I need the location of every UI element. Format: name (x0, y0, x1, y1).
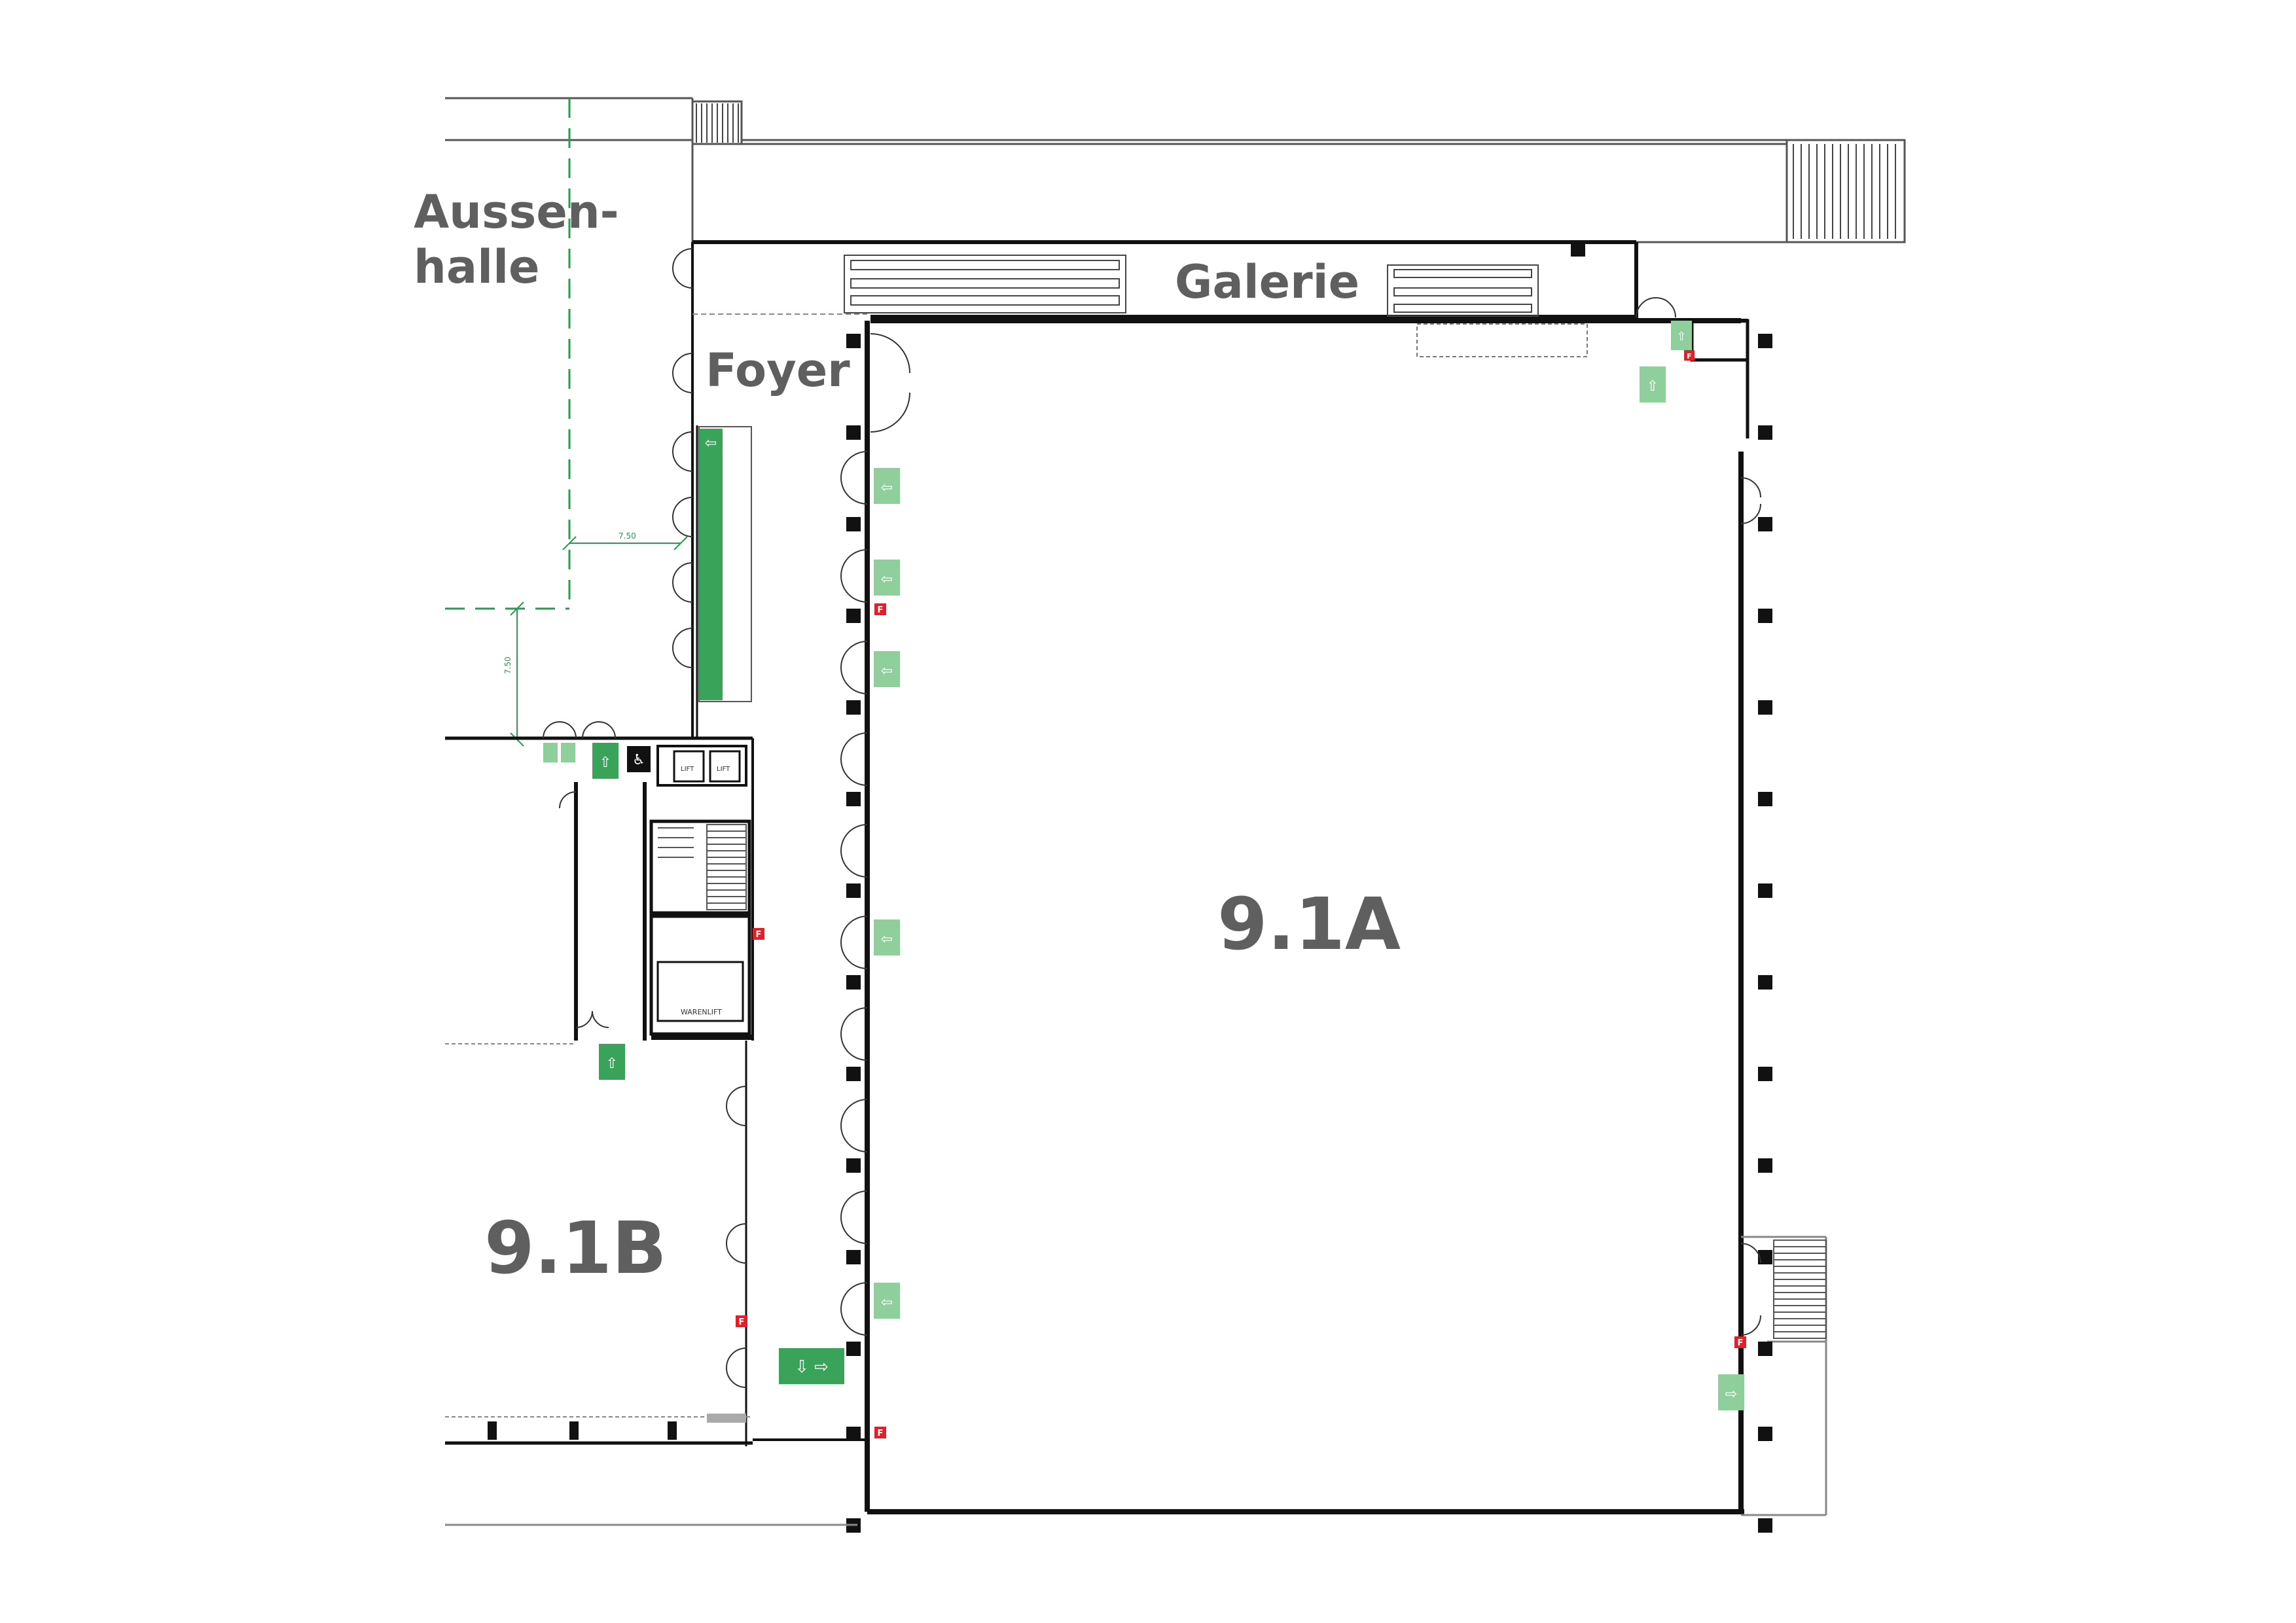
galerie-walls (692, 240, 1638, 321)
top-corridor (691, 100, 1906, 243)
fire-extinguisher-icon: F (1734, 1336, 1746, 1348)
hall-9-1b-doors (543, 721, 747, 1388)
hall-9-1b-walls (445, 1043, 867, 1526)
aussenhalle-label-line1: Aussen- (414, 185, 619, 239)
escalator-left (844, 255, 1126, 313)
lift-label-2: LIFT (717, 766, 730, 773)
emergency-exit-sign-icon: ⇦ (874, 560, 900, 596)
emergency-exit-sign-icon (543, 743, 558, 762)
svg-text:F: F (739, 1317, 745, 1327)
emergency-exit-sign-icon: ⇩ ⇨ (779, 1348, 844, 1384)
accessible-wc: ♿ (627, 746, 651, 772)
svg-text:⇧: ⇧ (1676, 330, 1686, 344)
top-right-stair (1793, 144, 1896, 239)
svg-text:⇦: ⇦ (881, 571, 893, 588)
hall-9-1a-right-doors (1636, 297, 1761, 1336)
elevator-block (656, 745, 747, 787)
wheelchair-icon: ♿ (632, 752, 645, 768)
svg-text:⇦: ⇦ (881, 663, 893, 679)
exit-corridor-highlight (699, 445, 723, 700)
hall-9-1b-columns (488, 1414, 746, 1440)
svg-text:F: F (756, 930, 762, 940)
structural-columns (846, 242, 1772, 1533)
service-core-walls (445, 736, 754, 1446)
emergency-exit-sign-icon: ⇦ (874, 651, 900, 687)
right-annex-stair (1773, 1240, 1827, 1339)
fire-extinguishers: F F F F F F (736, 350, 1746, 1438)
svg-text:⇩ ⇨: ⇩ ⇨ (795, 1357, 829, 1377)
svg-text:F: F (878, 605, 884, 615)
foyer-doors (672, 248, 693, 668)
fire-extinguisher-icon: F (736, 1315, 747, 1327)
svg-text:⇦: ⇦ (705, 435, 717, 452)
svg-text:F: F (878, 1429, 884, 1438)
emergency-exit-sign-icon: ⇦ (874, 1283, 900, 1319)
aussenhalle-label-line2: halle (414, 240, 540, 294)
fire-extinguisher-icon: F (753, 928, 764, 940)
foyer-label: Foyer (706, 344, 850, 397)
aussenhalle-boundary (445, 98, 571, 610)
foyer-walls (691, 242, 867, 740)
svg-text:⇦: ⇦ (881, 931, 893, 948)
emergency-exit-sign-icon: ⇦ (699, 429, 723, 456)
fire-extinguisher-icon: F (1684, 350, 1695, 361)
emergency-exit-sign-icon (561, 743, 575, 762)
dimension-horizontal: 7.50 (619, 531, 636, 541)
emergency-exit-sign-icon: ⇧ (1671, 321, 1692, 350)
freight-lift-label: WARENLIFT (681, 1008, 722, 1016)
svg-text:⇨: ⇨ (1725, 1386, 1737, 1402)
svg-text:⇦: ⇦ (881, 1294, 893, 1311)
emergency-exit-sign-icon: ⇧ (599, 1044, 625, 1080)
emergency-exit-sign-icon: ⇧ (1640, 366, 1666, 402)
top-left-stair (696, 103, 739, 143)
hall-9-1b-label: 9.1B (484, 1206, 667, 1290)
svg-text:⇦: ⇦ (881, 480, 893, 496)
exit-signs: ⇦ ⇦ ⇦ ⇦ ⇦ ⇦ ⇧ ⇧ ⇨ ⇧ ⇧ ⇩ ⇨ (543, 321, 1744, 1410)
emergency-exit-sign-icon: ⇧ (592, 743, 619, 779)
svg-text:⇧: ⇧ (606, 1056, 618, 1072)
galerie-label: Galerie (1175, 255, 1359, 309)
lift-label-1: LIFT (681, 766, 694, 773)
dimension-lines (510, 536, 688, 747)
emergency-exit-sign-icon: ⇦ (874, 919, 900, 955)
dimension-vertical: 7.50 (503, 656, 512, 674)
svg-text:F: F (1738, 1338, 1744, 1348)
escalator-right (1387, 264, 1539, 317)
core-stair (658, 824, 747, 910)
emergency-exit-sign-icon: ⇨ (1718, 1374, 1744, 1410)
galerie-lower-stair (1416, 323, 1588, 357)
svg-text:F: F (1687, 352, 1692, 361)
right-annex (1741, 1236, 1827, 1516)
emergency-exit-sign-icon: ⇦ (874, 468, 900, 504)
hall-9-1a-doors (840, 333, 910, 1336)
svg-text:⇧: ⇧ (600, 755, 611, 771)
svg-text:⇧: ⇧ (1647, 378, 1659, 395)
fire-extinguisher-icon: F (874, 603, 886, 615)
hall-9-1a-label: 9.1A (1217, 882, 1401, 966)
fire-extinguisher-icon: F (874, 1427, 886, 1438)
